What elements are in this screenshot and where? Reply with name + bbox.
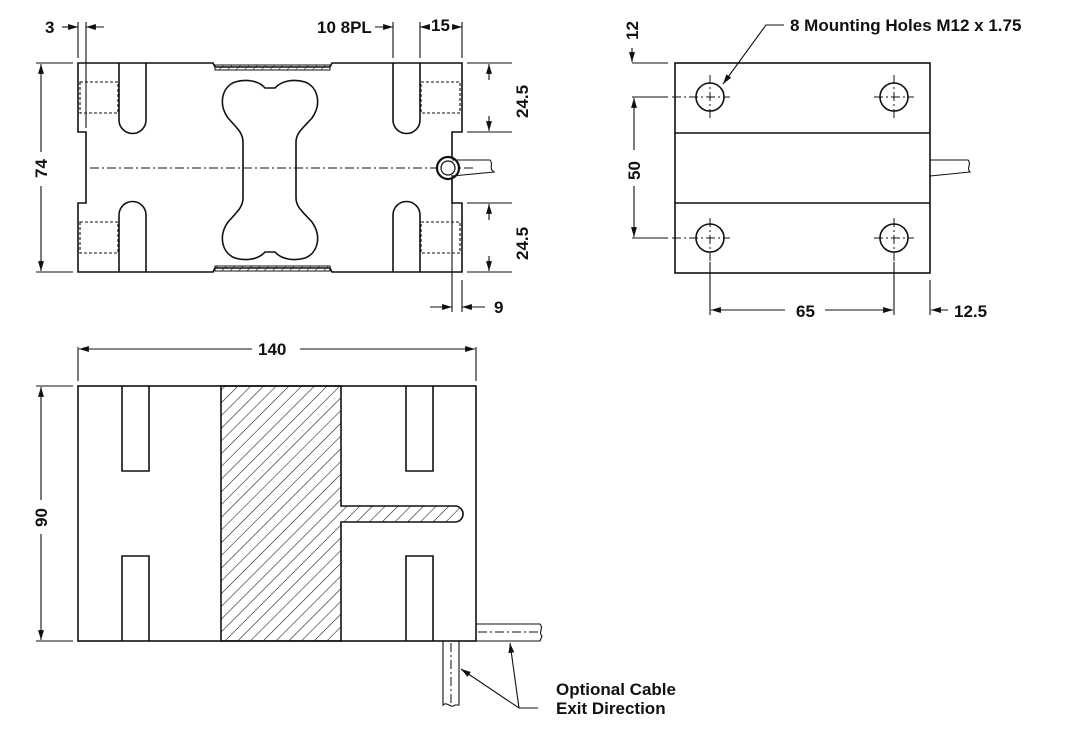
- cable-note-line1: Optional Cable: [556, 680, 676, 699]
- slot-top-left: [118, 63, 147, 135]
- dim-hole-vertical-spacing: 50: [625, 161, 644, 180]
- cable-end-view: [929, 159, 972, 177]
- dim-height-90: 90: [32, 508, 51, 527]
- dim-left-offset: 3: [45, 18, 54, 37]
- bottom-flexure-strip: [214, 265, 331, 272]
- dim-length-140: 140: [258, 340, 286, 359]
- dim-slot-width: 10 8PL: [317, 18, 372, 37]
- hatched-section: [220, 385, 464, 642]
- side-slot-top-left: [121, 386, 150, 472]
- dim-slot-to-edge: 15: [431, 16, 450, 35]
- side-slot-top-right: [405, 386, 434, 472]
- slot-bottom-left: [118, 200, 147, 272]
- end-view-outline: [674, 62, 931, 274]
- mounting-holes-callout: 8 Mounting Holes M12 x 1.75: [790, 16, 1021, 35]
- dim-cable-offset: 9: [494, 298, 503, 317]
- side-slot-bottom-right: [405, 555, 434, 641]
- top-flexure-strip: [214, 64, 331, 71]
- mounting-hole: [672, 75, 730, 119]
- dim-right-offset: 12.5: [954, 302, 987, 321]
- side-slot-bottom-left: [121, 555, 150, 641]
- side-view: 140 90 Optional Cable Exit Direction: [32, 340, 676, 718]
- dim-hole-horizontal-spacing: 65: [796, 302, 815, 321]
- slot-bottom-right: [392, 200, 421, 272]
- cable-vertical: [442, 641, 460, 707]
- threaded-hole-bottom-right: [420, 221, 461, 254]
- cable-horizontal: [476, 623, 543, 642]
- threaded-hole-top-left: [79, 81, 119, 114]
- cable-top-view: [451, 159, 496, 177]
- threaded-hole-top-right: [420, 81, 461, 114]
- threaded-hole-bottom-left: [79, 221, 119, 254]
- bone-cutout: [221, 79, 319, 261]
- dim-lower-block: 24.5: [513, 227, 532, 260]
- mounting-hole: [672, 218, 730, 262]
- dim-height-74: 74: [32, 159, 51, 178]
- mounting-hole: [874, 218, 914, 262]
- top-view: 3 10 8PL 15 74 24.5 24.5 9: [32, 16, 532, 317]
- dim-upper-block: 24.5: [513, 85, 532, 118]
- slot-top-right: [392, 63, 421, 135]
- cable-note-line2: Exit Direction: [556, 699, 666, 718]
- mounting-hole: [874, 75, 914, 119]
- cable-gland-inner: [440, 160, 456, 176]
- dim-top-offset: 12: [623, 21, 642, 40]
- top-view-outline: [77, 62, 463, 273]
- end-view: 8 Mounting Holes M12 x 1.75 12 50 65 12.…: [623, 16, 1021, 321]
